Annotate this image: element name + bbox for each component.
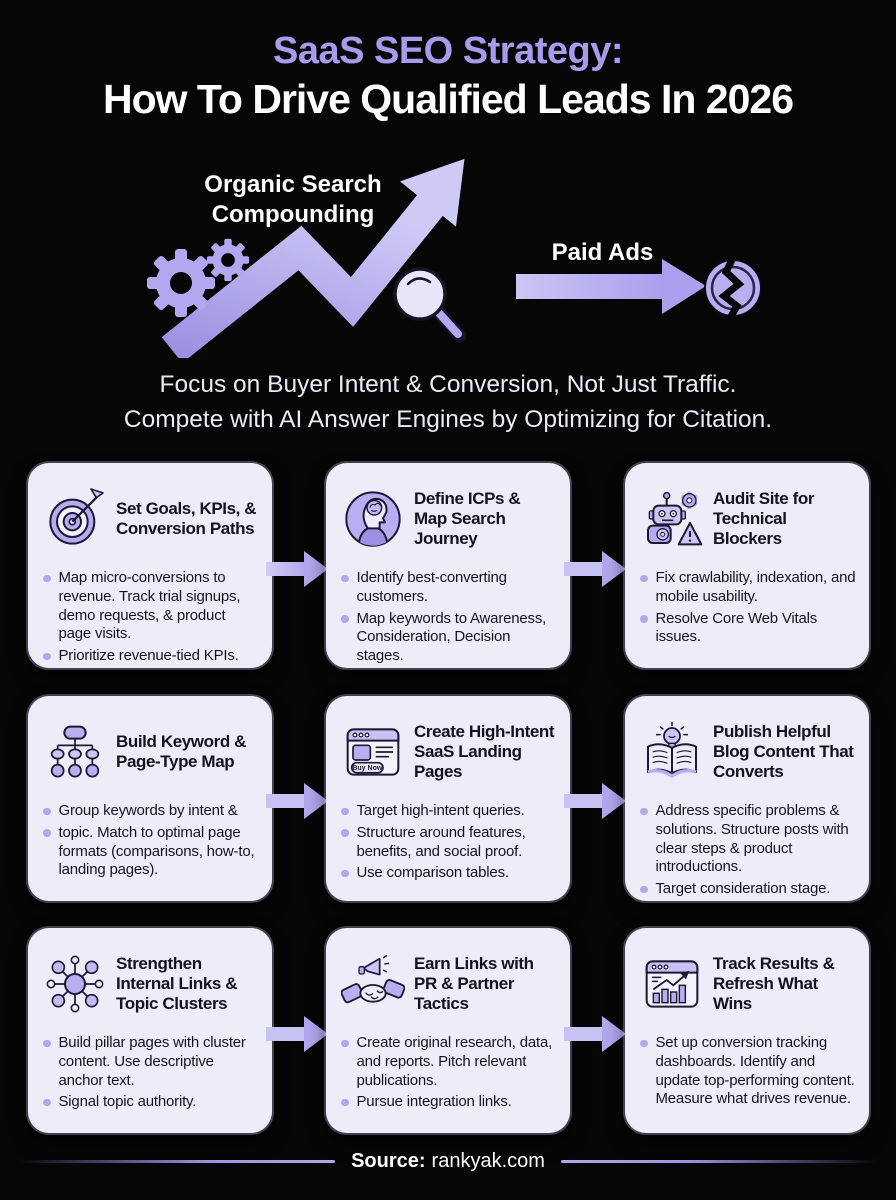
card-title: Strengthen Internal Links & Topic Cluste… [116, 953, 238, 1014]
card-track-results: Track Results & Refresh What Wins Set up… [625, 928, 869, 1133]
source-label: Source: [351, 1150, 426, 1172]
bullet-item: Group keywords by intent & [43, 802, 259, 821]
bullet-item: Fix crawlability, indexation, and mobile… [640, 569, 856, 607]
bullet-dot [640, 615, 648, 623]
card-bullets: Group keywords by intent & topic. Match … [43, 802, 259, 880]
bullet-item: topic. Match to optimal page formats (co… [43, 824, 259, 880]
page-title: How To Drive Qualified Leads In 2026 [102, 76, 794, 122]
card-title: Create High-Intent SaaS Landing Pages [414, 721, 555, 782]
card-blog-content: Publish Helpful Blog Content That Conver… [625, 696, 869, 901]
bullet-dot [43, 829, 51, 837]
card-keyword-map: Build Keyword & Page-Type Map Group keyw… [28, 696, 272, 901]
handshake-megaphone-icon [341, 945, 405, 1023]
card-bullets: Create original research, data, and repo… [341, 1034, 557, 1112]
bullet-dot [341, 1098, 349, 1107]
paid-ads-arrow-icon [516, 259, 706, 314]
bullet-item: Resolve Core Web Vitals issues. [640, 610, 856, 648]
bullet-dot [341, 829, 349, 837]
persona-brain-icon [341, 480, 405, 558]
bullet-dot [341, 1039, 349, 1047]
flow-arrow-icon [266, 783, 328, 819]
topic-cluster-icon [43, 945, 107, 1023]
bullet-item: Map micro-conversions to revenue. Track … [43, 569, 259, 644]
magnifier-icon [393, 267, 467, 343]
paid-ads-label: Paid Ads [551, 239, 654, 266]
bullet-item: Structure around features, benefits, and… [341, 824, 557, 862]
card-title: Build Keyword & Page-Type Map [116, 731, 247, 771]
organic-search-label: Organic Search Compounding [204, 171, 382, 228]
broken-coin-icon [704, 256, 762, 322]
flow-arrow-icon [266, 1016, 328, 1052]
bullet-dot [341, 615, 349, 623]
bullet-dot [341, 574, 349, 582]
card-landing-pages: Buy Now Create High-Intent SaaS Landing … [326, 696, 570, 901]
bullet-dot [43, 574, 51, 582]
source-value: rankyak.com [431, 1150, 545, 1172]
bullet-item: Build pillar pages with cluster content.… [43, 1034, 259, 1090]
card-title: Set Goals, KPIs, & Conversion Paths [116, 498, 257, 538]
eyebrow-title: SaaS SEO Strategy: [272, 30, 624, 72]
card-bullets: Fix crawlability, indexation, and mobile… [640, 569, 856, 647]
bullet-dot [341, 869, 349, 878]
footer: Source:rankyak.com [0, 1150, 896, 1173]
bullet-item: Identify best-converting customers. [341, 569, 557, 607]
flow-arrow-icon [564, 783, 626, 819]
bullet-dot [640, 574, 648, 582]
bullet-dot [43, 1098, 51, 1107]
card-audit-site: Audit Site for Technical Blockers Fix cr… [625, 463, 869, 668]
bullet-dot [640, 807, 648, 815]
bullet-item: Address specific problems & solutions. S… [640, 802, 856, 877]
bullet-item: Use comparison tables. [341, 864, 557, 883]
bullet-item: Create original research, data, and repo… [341, 1034, 557, 1090]
footer-divider-right [560, 1160, 878, 1163]
bullet-dot [640, 1039, 648, 1047]
bullet-item: Signal topic authority. [43, 1093, 259, 1112]
card-bullets: Build pillar pages with cluster content.… [43, 1034, 259, 1112]
card-title: Track Results & Refresh What Wins [713, 953, 835, 1014]
card-title: Define ICPs & Map Search Journey [414, 488, 521, 549]
bullet-item: Map keywords to Awareness, Consideration… [341, 610, 557, 666]
card-bullets: Target high-intent queries. Structure ar… [341, 802, 557, 883]
bullet-item: Target consideration stage. [640, 880, 856, 899]
dashboard-icon [640, 945, 704, 1023]
book-bulb-icon [640, 713, 704, 791]
target-icon [43, 480, 107, 558]
bullet-dot [341, 807, 349, 815]
subtitle: Focus on Buyer Intent & Conversion, Not … [123, 371, 773, 433]
bullet-item: Pursue integration links. [341, 1093, 557, 1112]
footer-divider-left [18, 1160, 336, 1163]
sitemap-icon [43, 713, 107, 791]
landing-page-icon: Buy Now [341, 713, 405, 791]
source-text: Source:rankyak.com [351, 1150, 545, 1173]
growth-arrow-icon [161, 158, 465, 358]
bullet-dot [640, 885, 648, 893]
bullet-dot [43, 652, 51, 660]
robot-audit-icon [640, 480, 704, 558]
card-title: Audit Site for Technical Blockers [713, 488, 815, 549]
gears-icon [147, 238, 250, 317]
hero-illustration [147, 158, 762, 358]
card-title: Earn Links with PR & Partner Tactics [414, 953, 534, 1014]
buy-now-label: Buy Now [352, 765, 383, 772]
bullet-dot [43, 1039, 51, 1047]
flow-arrow-icon [266, 551, 328, 587]
card-bullets: Map micro-conversions to revenue. Track … [43, 569, 259, 666]
card-bullets: Set up conversion tracking dashboards. I… [640, 1034, 856, 1109]
bullet-dot [43, 807, 51, 815]
card-set-goals: Set Goals, KPIs, & Conversion Paths Map … [28, 463, 272, 668]
card-title: Publish Helpful Blog Content That Conver… [713, 721, 854, 782]
card-bullets: Address specific problems & solutions. S… [640, 802, 856, 899]
card-internal-links: Strengthen Internal Links & Topic Cluste… [28, 928, 272, 1133]
card-bullets: Identify best-converting customers. Map … [341, 569, 557, 666]
flow-arrow-icon [564, 1016, 626, 1052]
bullet-item: Target high-intent queries. [341, 802, 557, 821]
card-earn-links: Earn Links with PR & Partner Tactics Cre… [326, 928, 570, 1133]
bullet-item: Set up conversion tracking dashboards. I… [640, 1034, 856, 1109]
bullet-item: Prioritize revenue-tied KPIs. [43, 647, 259, 666]
card-define-icps: Define ICPs & Map Search Journey Identif… [326, 463, 570, 668]
flow-arrow-icon [564, 551, 626, 587]
